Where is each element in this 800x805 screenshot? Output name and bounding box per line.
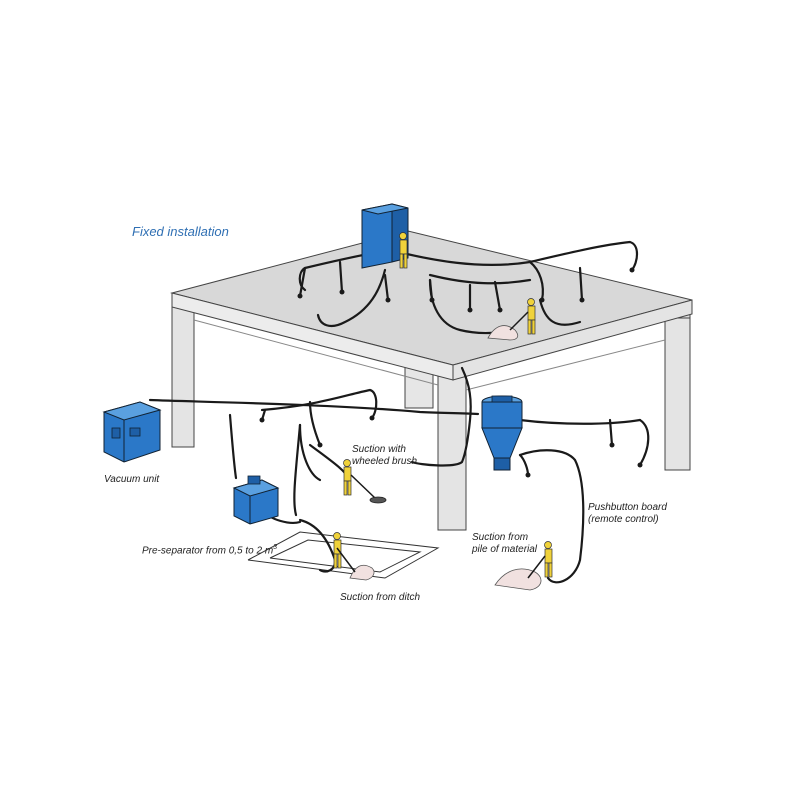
floor-slab-front-right <box>452 299 693 381</box>
label-pushbutton-board: Pushbutton board (remote control) <box>588 502 667 526</box>
label-wheeled-brush: Suction with wheeled brush <box>352 444 417 468</box>
worker-roof-cabinet <box>399 232 408 269</box>
cyclone-separator <box>481 395 523 471</box>
wheeled-brush-tool <box>350 474 387 504</box>
workers <box>333 232 553 578</box>
worker-ditch <box>333 532 342 569</box>
label-pre-separator-text: Pre-separator from 0,5 to 2 m <box>142 545 274 557</box>
label-pile-material-line1: Suction from <box>472 532 529 543</box>
material-piles <box>349 325 542 591</box>
worker-pile-material <box>544 541 553 578</box>
label-pile-material-line2: pile of material <box>472 544 538 555</box>
worker-wheeled-brush <box>343 459 352 496</box>
label-suction-ditch: Suction from ditch <box>340 592 421 603</box>
worker-roof-pile <box>527 298 536 335</box>
label-pre-separator: Pre-separator from 0,5 to 2 m3 <box>142 542 277 557</box>
diagram-title: Fixed installation <box>132 224 229 239</box>
front-column <box>437 367 467 531</box>
label-vacuum-unit: Vacuum unit <box>104 474 160 485</box>
label-pushbutton-line2: (remote control) <box>588 514 659 525</box>
label-wheeled-brush-line1: Suction with <box>352 444 406 455</box>
pipe-outlets <box>259 267 643 478</box>
label-wheeled-brush-line2: wheeled brush <box>352 456 418 467</box>
pre-separator-unit <box>232 475 280 525</box>
left-column <box>171 294 195 448</box>
vacuum-unit <box>102 401 162 463</box>
label-pushbutton-line1: Pushbutton board <box>588 502 667 513</box>
ditch-outline <box>247 531 440 579</box>
label-pile-material: Suction from pile of material <box>472 532 537 556</box>
label-pre-separator-sup: 3 <box>273 544 278 551</box>
